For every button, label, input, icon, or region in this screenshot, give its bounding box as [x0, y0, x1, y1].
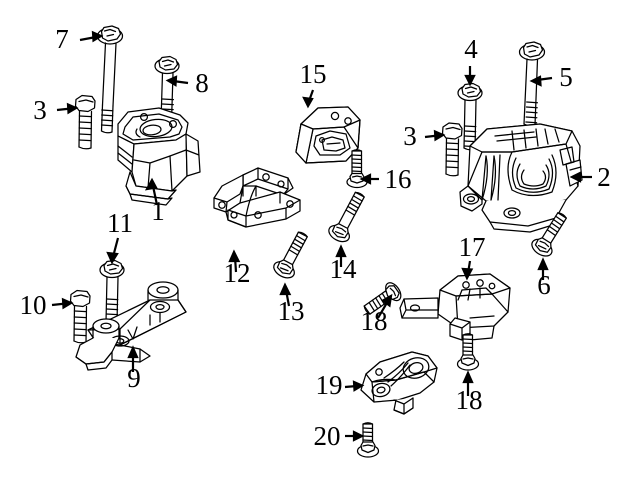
bolt-8 [154, 55, 180, 124]
bolt-6 [531, 212, 567, 257]
bracket-17 [399, 273, 511, 341]
arrow-3b [424, 129, 446, 142]
arrow-1 [144, 177, 159, 206]
callout-label-11: 11 [107, 208, 133, 238]
arrow-13 [279, 282, 292, 307]
arrow-11 [106, 237, 120, 265]
callout-label-5: 5 [559, 62, 573, 92]
callout-label-7: 7 [55, 24, 69, 54]
arrow-6 [537, 257, 549, 280]
bolt-3b [441, 122, 463, 177]
arrow-17 [461, 260, 474, 281]
arrow-3a [56, 102, 79, 115]
callout-label-13: 13 [278, 296, 305, 326]
bolt-18b [456, 333, 480, 371]
arrow-18a [377, 293, 393, 319]
bolt-18a [363, 282, 402, 315]
callout-labels: 7 8 3 15 4 5 3 2 1 16 11 12 14 17 6 13 1… [20, 24, 611, 451]
arrow-18b [462, 370, 474, 396]
bolt-20 [356, 422, 380, 458]
mount-1 [117, 107, 201, 206]
callout-label-20: 20 [314, 421, 341, 451]
callout-label-10: 10 [20, 290, 47, 320]
callout-label-14: 14 [330, 254, 358, 284]
bolt-3a [74, 94, 96, 150]
callout-label-15: 15 [300, 59, 327, 89]
bolt-11 [99, 259, 125, 325]
arrow-15 [302, 89, 315, 109]
arrow-12 [228, 249, 241, 273]
strut-19 [360, 351, 438, 415]
callout-label-12: 12 [224, 258, 251, 288]
arrow-9 [127, 345, 139, 372]
bolt-13 [273, 231, 308, 279]
callout-arrows [51, 30, 592, 442]
arrow-14 [335, 244, 347, 267]
arrow-10 [51, 297, 74, 310]
callout-label-17: 17 [459, 232, 486, 262]
arrow-2 [569, 171, 592, 183]
arrow-7 [79, 30, 104, 43]
callout-label-2: 2 [597, 162, 611, 192]
callout-label-1: 1 [151, 196, 165, 226]
callout-label-6: 6 [537, 270, 551, 300]
arrow-5 [529, 75, 553, 87]
callout-label-18a: 18 [361, 306, 388, 336]
callout-label-4: 4 [464, 34, 478, 64]
mount-2 [459, 123, 583, 233]
arrow-19 [344, 380, 365, 392]
callout-label-3b: 3 [403, 121, 417, 151]
callout-label-3a: 3 [33, 95, 47, 125]
callout-label-8: 8 [195, 68, 209, 98]
callout-label-9: 9 [127, 363, 141, 393]
bracket-9 [75, 281, 187, 371]
callout-label-18b: 18 [456, 385, 483, 415]
arrow-16 [359, 173, 379, 185]
callout-label-19: 19 [316, 370, 343, 400]
bolt-16 [346, 149, 368, 189]
bracket-15 [295, 106, 361, 164]
bolt-10 [69, 289, 91, 344]
arrow-8 [165, 75, 189, 87]
bolt-7 [96, 25, 124, 134]
bolt-14 [328, 191, 365, 243]
callout-label-16: 16 [385, 164, 412, 194]
arrow-4 [464, 66, 476, 87]
arrow-20 [345, 430, 365, 442]
bracket-12 [213, 167, 301, 228]
